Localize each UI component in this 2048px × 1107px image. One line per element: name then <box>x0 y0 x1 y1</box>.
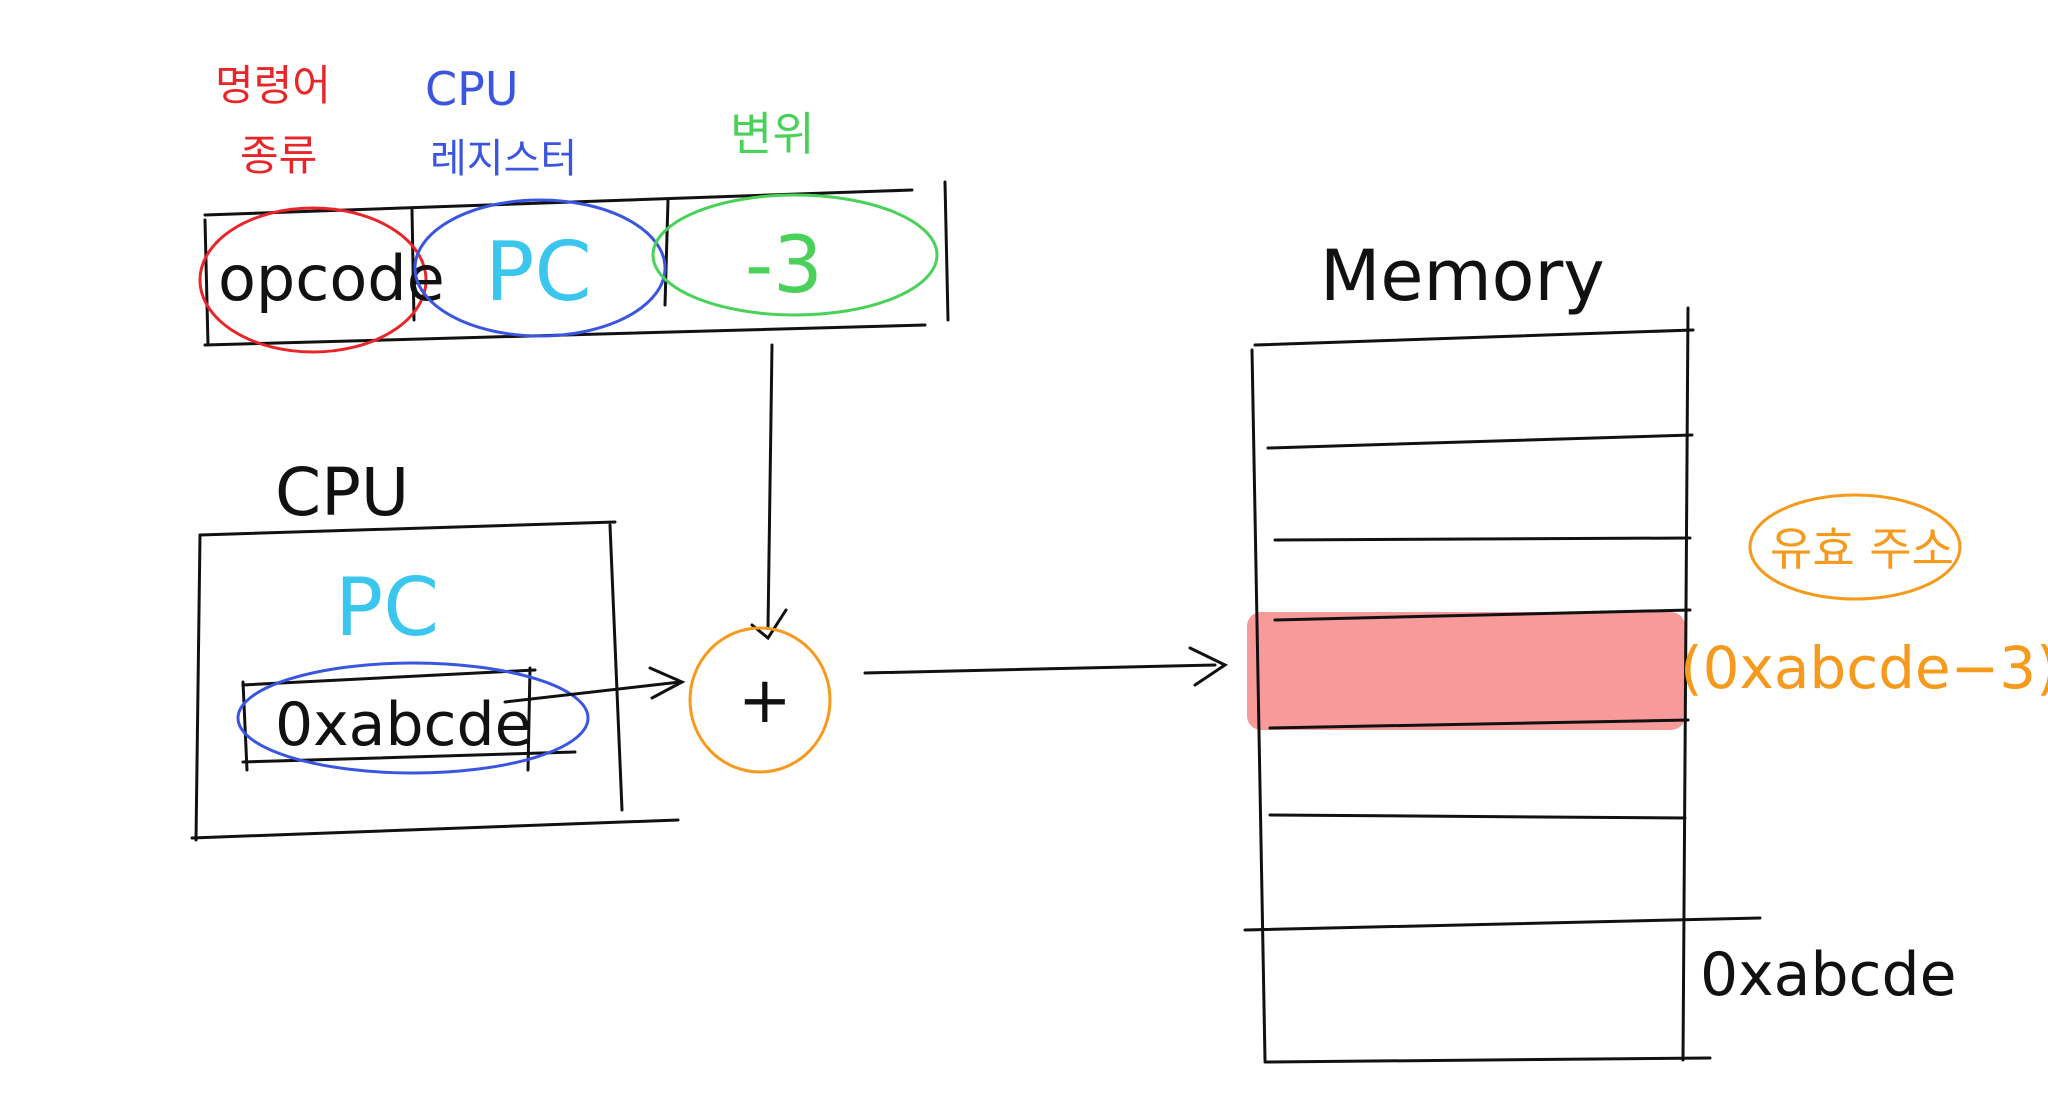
memory-title: Memory <box>1320 235 1605 317</box>
displacement-circle <box>651 193 939 317</box>
field-label-register-line1: CPU <box>425 62 519 116</box>
effective-address-value: (0xabcde−3) <box>1680 634 2048 702</box>
register-circle <box>413 198 667 338</box>
displacement-connector <box>766 343 774 630</box>
field-label-displacement: 변위 <box>730 107 815 161</box>
field-value-register: PC <box>485 225 592 320</box>
opcode-circle <box>198 206 428 354</box>
field-value-opcode: opcode <box>218 242 445 315</box>
field-label-opcode-line1: 명령어 <box>215 61 331 110</box>
field-label-opcode-line2: 종류 <box>240 131 317 180</box>
effective-address-circle <box>1748 493 1962 601</box>
register-to-adder-arrow <box>503 680 682 704</box>
cpu-register-value: 0xabcde <box>275 690 532 760</box>
cpu-box <box>190 520 680 842</box>
memory-highlighted-cell <box>1247 612 1685 730</box>
cpu-register-circle <box>236 661 590 775</box>
memory-base-address: 0xabcde <box>1700 940 1957 1010</box>
adder-symbol: + <box>738 664 792 738</box>
cpu-register-name: PC <box>335 561 439 654</box>
memory-block <box>1243 306 1762 1064</box>
effective-address-label: 유효 주소 <box>1770 522 1954 576</box>
register-to-adder-arrowhead <box>648 666 686 700</box>
adder-to-memory-arrowhead <box>1188 646 1229 687</box>
field-label-register-line2: 레지스터 <box>430 136 577 182</box>
adder-circle <box>688 626 832 774</box>
field-value-displacement: -3 <box>745 221 823 311</box>
adder-to-memory-arrow <box>863 663 1217 675</box>
cpu-title: CPU <box>275 454 409 531</box>
